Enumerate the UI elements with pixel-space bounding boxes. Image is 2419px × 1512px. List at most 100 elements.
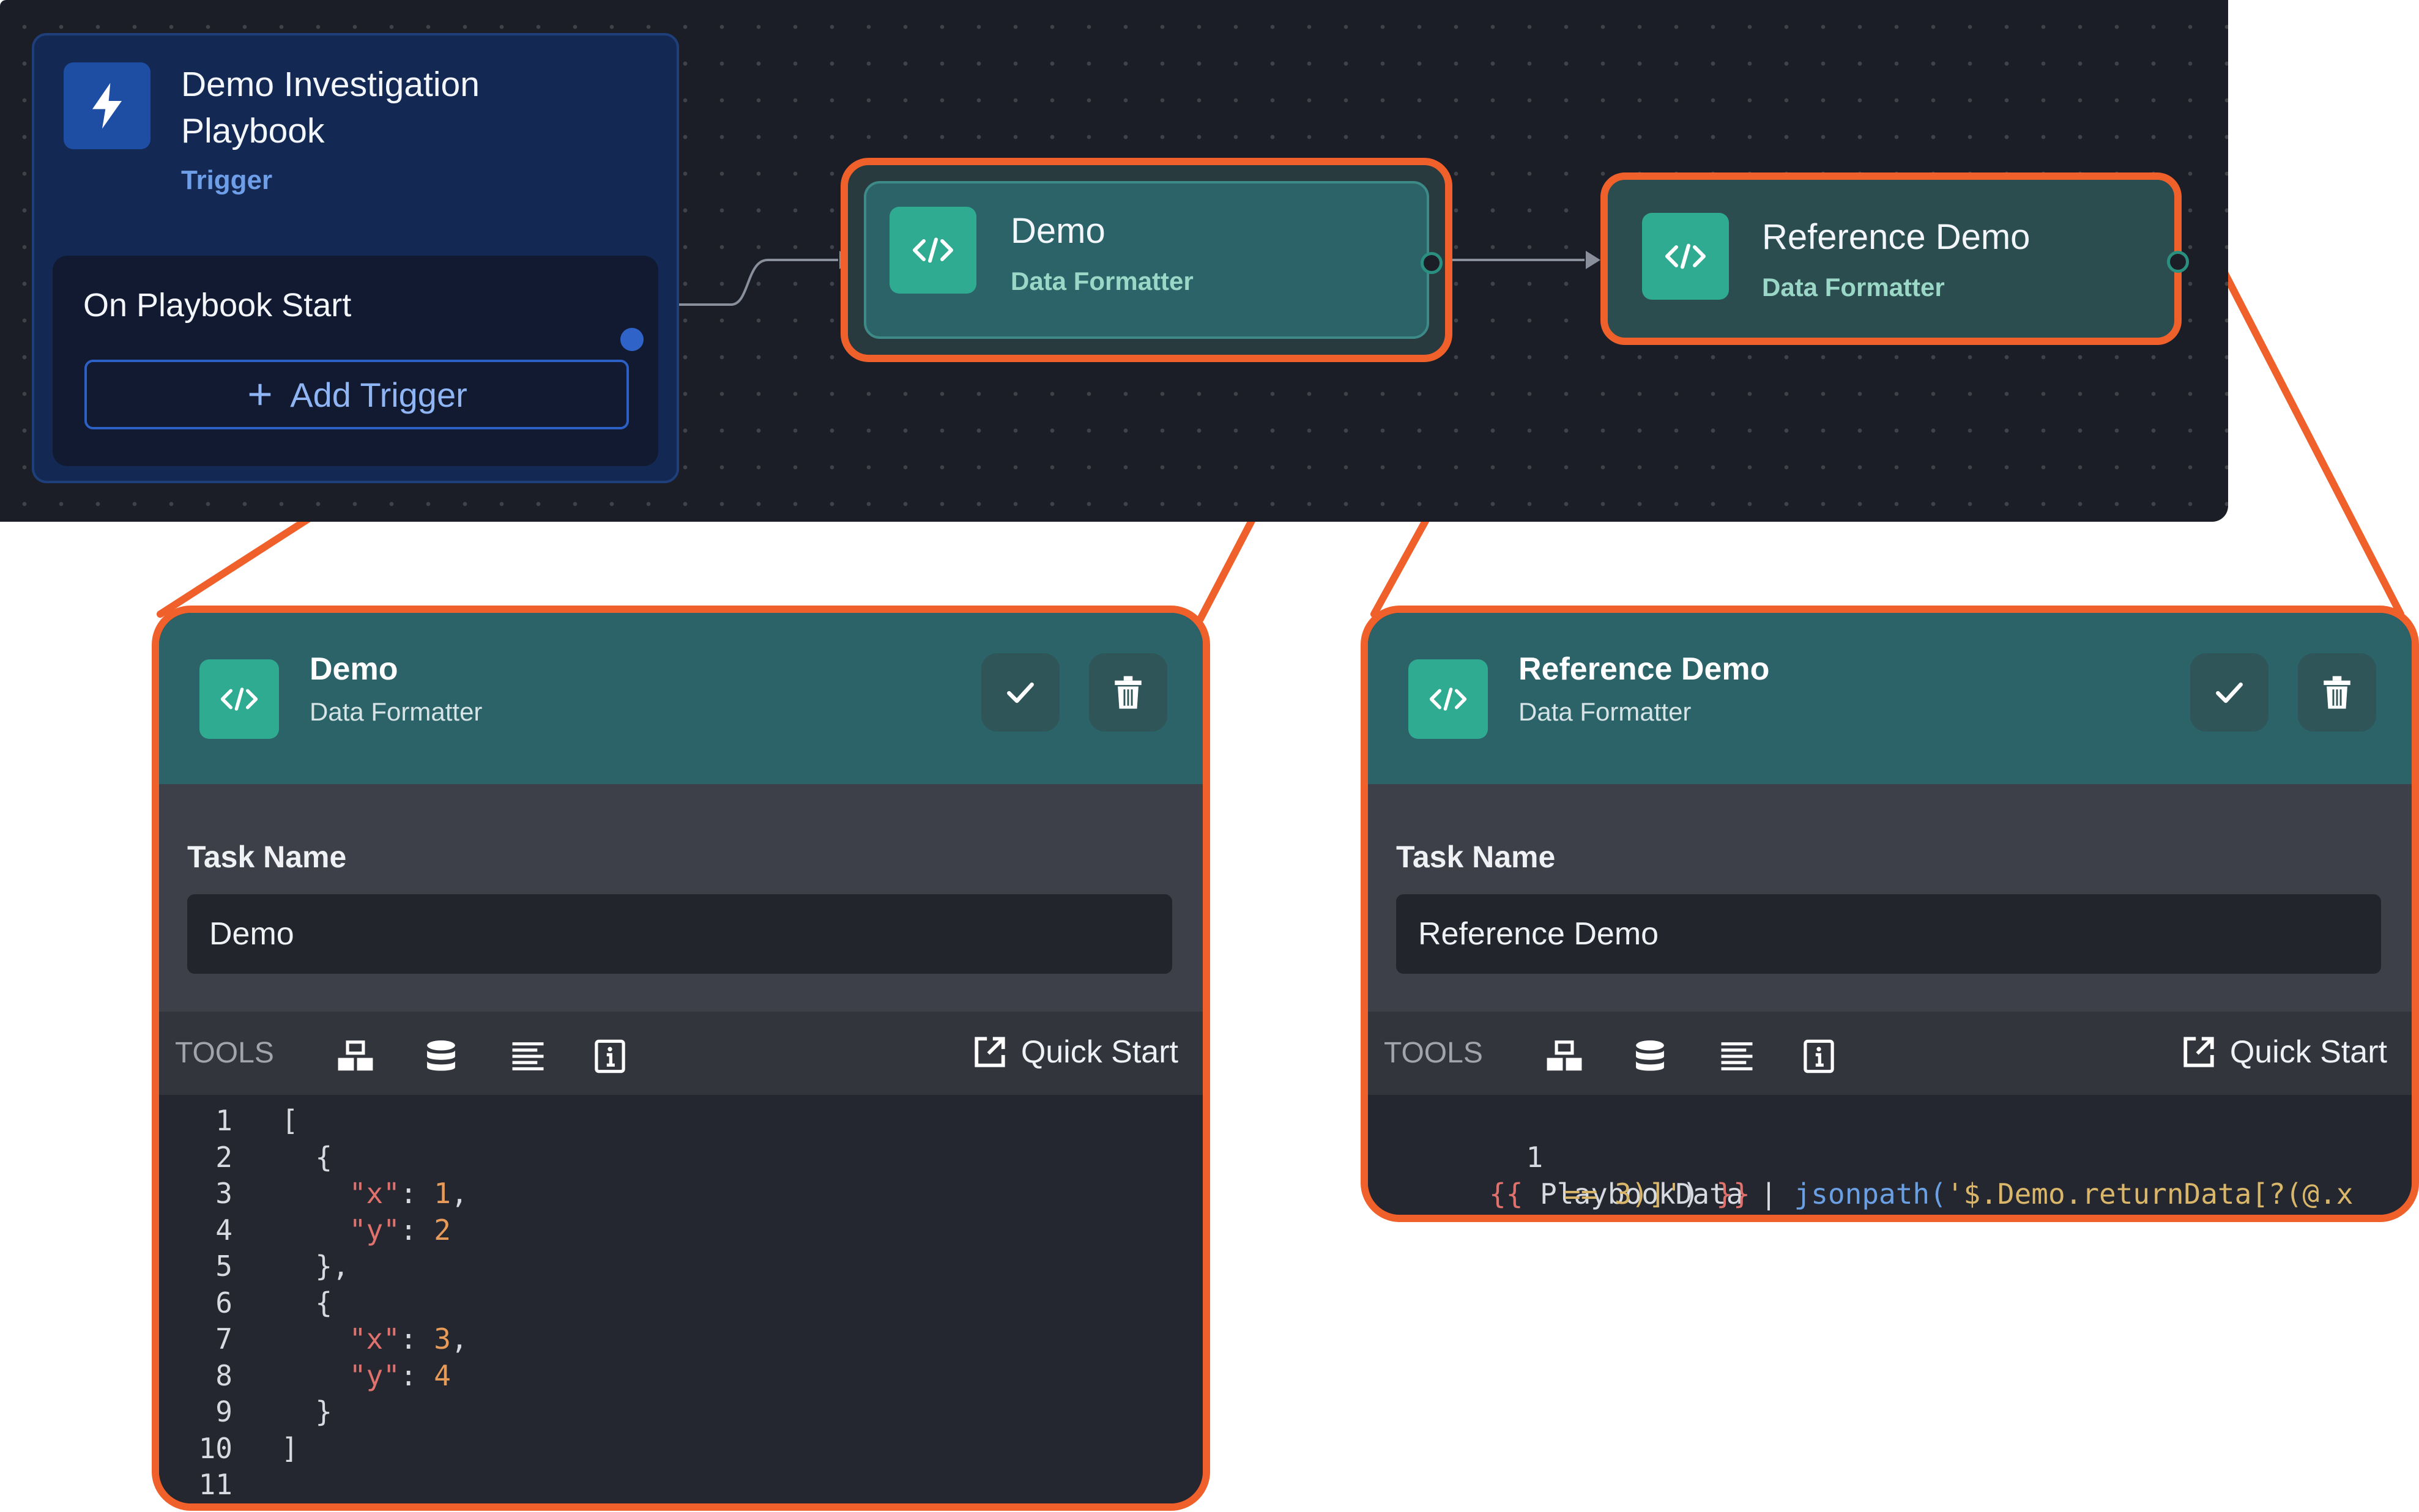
blocks-icon[interactable] [1545,1037,1583,1075]
trigger-event-label: On Playbook Start [83,287,352,324]
quick-start-label: Quick Start [1020,1034,1178,1070]
external-link-icon [2183,1037,2214,1067]
blocks-icon[interactable] [336,1037,374,1075]
code-line: 1 {{ PlaybookData | jsonpath('$.Demo.ret… [1368,1102,2353,1210]
code-text: "y": 2 [349,1213,451,1247]
line-number: 11 [198,1468,232,1501]
code-text: ] [281,1431,299,1465]
align-text-icon[interactable] [509,1037,547,1075]
task-name-input[interactable]: Reference Demo [1396,894,2381,974]
trash-icon [1115,676,1142,709]
tools-bar: TOOLS Quick Start [1368,1012,2412,1095]
code-icon [199,659,279,739]
reference-demo-node-title: Reference Demo [1762,217,2031,257]
playbook-canvas[interactable]: Demo Investigation Playbook Trigger On P… [0,0,2228,522]
code-token: == 3)]' [1564,1177,1682,1210]
line-number: 8 [215,1358,232,1392]
panel-body: Task Name Reference Demo [1368,784,2412,1012]
code-token: | [1760,1177,1777,1210]
line-number: 1 [215,1104,232,1137]
line-number: 9 [215,1395,232,1428]
panel-header: Demo Data Formatter [159,613,1203,784]
task-name-input[interactable]: Demo [187,894,1172,974]
database-icon[interactable] [1631,1037,1669,1075]
demo-detail-panel: Demo Data Formatter Task Name Demo TOOLS… [152,606,1210,1511]
lightning-icon [64,62,150,149]
panel-title: Demo [310,651,398,687]
trigger-event-section: On Playbook Start Add Trigger [53,256,658,466]
panel-body: Task Name Demo [159,784,1203,1012]
trigger-card[interactable]: Demo Investigation Playbook Trigger On P… [32,33,679,483]
add-trigger-button[interactable]: Add Trigger [84,360,629,429]
task-name-label: Task Name [1396,840,1556,874]
plus-icon [250,384,271,406]
code-token: }} [1716,1177,1750,1210]
line-number: 7 [215,1322,232,1355]
quick-start-label: Quick Start [2229,1034,2387,1070]
code-line-wrap: == 3)]') }} [1368,1139,1750,1210]
code-editor[interactable]: 1 {{ PlaybookData | jsonpath('$.Demo.ret… [1368,1095,2412,1215]
reference-demo-node[interactable]: Reference Demo Data Formatter [1600,172,2189,345]
code-icon [1642,213,1729,300]
database-icon[interactable] [422,1037,460,1075]
demo-node-output-port[interactable] [1421,252,1443,274]
delete-button[interactable] [2298,653,2376,732]
code-text: { [281,1286,333,1319]
code-token: PlaybookData [1540,1177,1744,1210]
delete-button[interactable] [1089,653,1167,732]
trash-icon [2324,676,2350,709]
line-number: 1 [1526,1141,1544,1174]
align-text-icon[interactable] [1718,1037,1756,1075]
code-token: ) [1682,1177,1700,1210]
line-number: 5 [215,1250,232,1283]
tools-label: TOOLS [175,1037,274,1069]
demo-node-title: Demo [1011,211,1105,251]
line-number: 4 [215,1213,232,1247]
tools-label: TOOLS [1384,1037,1483,1069]
line-number: 6 [215,1286,232,1319]
code-text: "x": 3, [349,1322,468,1355]
line-number: 2 [215,1140,232,1174]
line-number: 2 [1470,1212,1543,1215]
code-text: "y": 4 [349,1358,451,1392]
code-text: "x": 1, [349,1177,468,1210]
add-trigger-label: Add Trigger [290,375,467,414]
demo-node-subtitle: Data Formatter [1011,267,1194,295]
panel-header: Reference Demo Data Formatter [1368,613,2412,784]
check-icon [1007,682,1034,703]
code-line: 2 [1368,1176,1543,1215]
code-token: {{ [1489,1177,1523,1210]
external-link-icon [975,1037,1005,1067]
info-icon[interactable] [591,1037,629,1075]
confirm-button[interactable] [981,653,1060,732]
code-text: [ [281,1104,299,1137]
confirm-button[interactable] [2190,653,2269,732]
code-icon [890,207,976,294]
trigger-subtitle: Trigger [181,165,273,195]
code-token: jsonpath( [1794,1177,1947,1210]
reference-demo-node-subtitle: Data Formatter [1762,273,1945,302]
check-icon [2216,682,2243,703]
trigger-title: Demo Investigation Playbook [181,65,480,150]
code-text: } [281,1395,333,1428]
panel-title: Reference Demo [1518,651,1770,687]
demo-node-inner: Demo Data Formatter [864,181,1429,339]
code-text: }, [281,1250,349,1283]
task-name-label: Task Name [187,840,347,874]
reference-demo-detail-panel: Reference Demo Data Formatter Task Name … [1361,606,2419,1222]
quick-start-button[interactable]: Quick Start [2181,1034,2387,1070]
panel-subtitle: Data Formatter [310,697,483,726]
tools-bar: TOOLS Quick Start [159,1012,1203,1095]
info-icon[interactable] [1800,1037,1838,1075]
quick-start-button[interactable]: Quick Start [972,1034,1178,1070]
code-token: '$.Demo.returnData[?(@.x [1946,1177,2354,1210]
line-number: 3 [215,1177,232,1210]
code-icon [1408,659,1488,739]
code-text: { [281,1140,333,1174]
reference-demo-node-output-port[interactable] [2167,251,2189,273]
panel-subtitle: Data Formatter [1518,697,1692,726]
demo-node[interactable]: Demo Data Formatter [841,158,1452,362]
trigger-output-port[interactable] [620,328,644,351]
line-number: 10 [198,1431,232,1465]
